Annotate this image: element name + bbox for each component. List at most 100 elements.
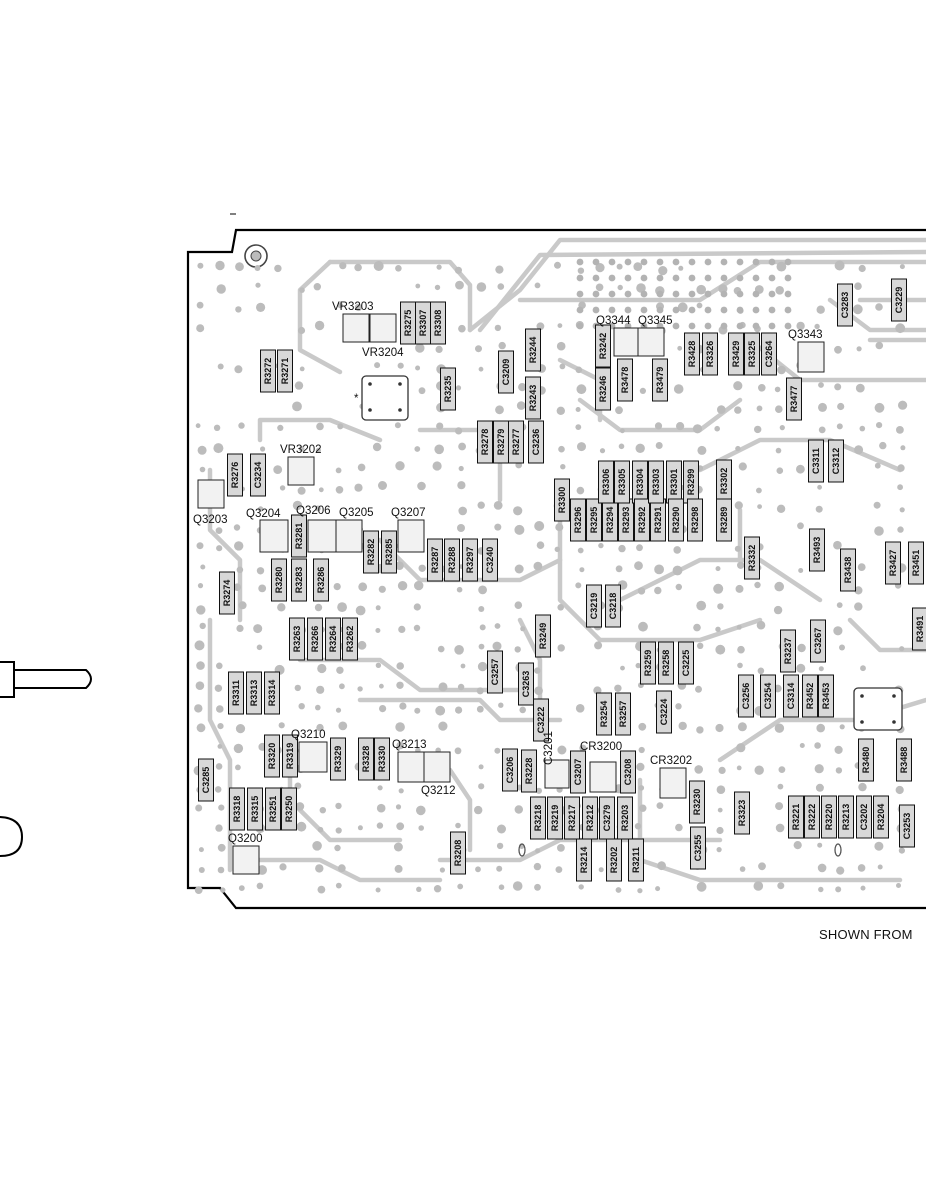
- pad: [595, 283, 604, 292]
- pad: [260, 446, 266, 452]
- pad: [875, 341, 884, 350]
- component-r3204: R3204: [873, 795, 889, 839]
- refdes-label: Q3212: [421, 785, 456, 797]
- component-r3301: R3301: [666, 460, 682, 504]
- refdes-label: VR3203: [332, 301, 374, 313]
- pad: [233, 743, 244, 754]
- component-r3427: R3427: [885, 541, 901, 585]
- pad: [312, 841, 322, 851]
- component-label: R3211: [631, 847, 641, 873]
- component-r3208: R3208: [450, 831, 466, 875]
- pad: [397, 581, 408, 591]
- pad: [435, 705, 446, 716]
- pad: [395, 265, 402, 272]
- pad: [738, 462, 747, 471]
- pad: [717, 603, 724, 610]
- pad: [879, 441, 887, 450]
- pad: [799, 743, 805, 748]
- component-r3220: R3220: [821, 795, 837, 839]
- component-label: R3277: [511, 429, 521, 456]
- pad: [776, 504, 786, 513]
- pad: [657, 861, 666, 871]
- pad: [754, 425, 762, 434]
- component-r3290: R3290: [668, 498, 684, 542]
- pad: [413, 624, 421, 632]
- pad: [397, 362, 404, 369]
- pad: [757, 504, 762, 509]
- component-label: R3493: [812, 537, 822, 564]
- pad: [337, 602, 347, 612]
- pad: [396, 681, 404, 689]
- pad: [478, 783, 485, 790]
- component-label: R3230: [692, 789, 702, 816]
- pad: [315, 505, 321, 512]
- component-r3429: R3429: [728, 332, 744, 376]
- pad: [354, 303, 363, 312]
- pad: [197, 262, 204, 269]
- pad: [818, 666, 824, 672]
- component-r3282: R3282: [363, 530, 379, 574]
- pad: [874, 462, 881, 469]
- component-label: R3290: [671, 507, 681, 534]
- pad: [477, 661, 488, 672]
- pad: [773, 605, 783, 615]
- component-label: R3285: [384, 539, 394, 566]
- refdes-q3200: Q3200: [228, 833, 263, 875]
- component-label: R3280: [274, 567, 284, 594]
- pad: [476, 687, 484, 695]
- component-label: R3294: [605, 507, 615, 534]
- pad: [656, 290, 664, 298]
- component-r3313: R3313: [246, 671, 262, 715]
- pad: [814, 323, 820, 330]
- pad: [615, 565, 623, 573]
- pad: [739, 866, 746, 872]
- pad: [534, 282, 541, 289]
- component-c3240: C3240: [482, 538, 498, 582]
- component-label: C3279: [602, 805, 612, 832]
- component-r3299: R3299: [683, 460, 699, 504]
- refdes-q3207: Q3207: [391, 507, 426, 553]
- pad: [238, 885, 245, 891]
- pad: [514, 524, 525, 535]
- pad: [337, 864, 346, 873]
- component-label: C3202: [859, 804, 869, 831]
- component-r3291: R3291: [650, 498, 666, 542]
- component-label: R3323: [737, 800, 747, 827]
- component-label: R3292: [637, 507, 647, 534]
- component-label: R3249: [538, 623, 548, 650]
- pad: [238, 422, 245, 429]
- component-r3250: R3250: [281, 787, 297, 831]
- pad: [379, 683, 384, 689]
- pad: [394, 422, 401, 429]
- component-label: C3209: [501, 359, 511, 386]
- pad: [688, 322, 696, 330]
- component-r3237: R3237: [780, 629, 796, 673]
- pad: [417, 481, 426, 491]
- component-r3263: R3263: [289, 617, 305, 661]
- pad: [258, 584, 267, 593]
- refdes-label: Q3200: [228, 833, 263, 845]
- pad: [436, 264, 442, 270]
- pad: [556, 406, 565, 415]
- pad: [358, 582, 368, 592]
- pad: [557, 604, 564, 611]
- pad: [640, 274, 648, 282]
- pad: [859, 425, 866, 432]
- refdes-q3206: Q3206: [296, 505, 337, 553]
- pad: [533, 561, 543, 571]
- pad: [493, 501, 503, 510]
- pad: [720, 306, 728, 314]
- pad: [217, 744, 223, 749]
- component-label: C3229: [894, 287, 904, 314]
- pad: [734, 545, 742, 552]
- pad: [455, 822, 461, 829]
- pad: [713, 583, 724, 594]
- pad: [357, 686, 363, 692]
- pad: [335, 486, 344, 494]
- component-r3266: R3266: [307, 617, 323, 661]
- pad: [900, 445, 906, 451]
- component-r3303: R3303: [648, 460, 664, 504]
- pad: [716, 826, 724, 835]
- pad: [756, 405, 763, 412]
- component-c3224: C3224: [656, 690, 672, 734]
